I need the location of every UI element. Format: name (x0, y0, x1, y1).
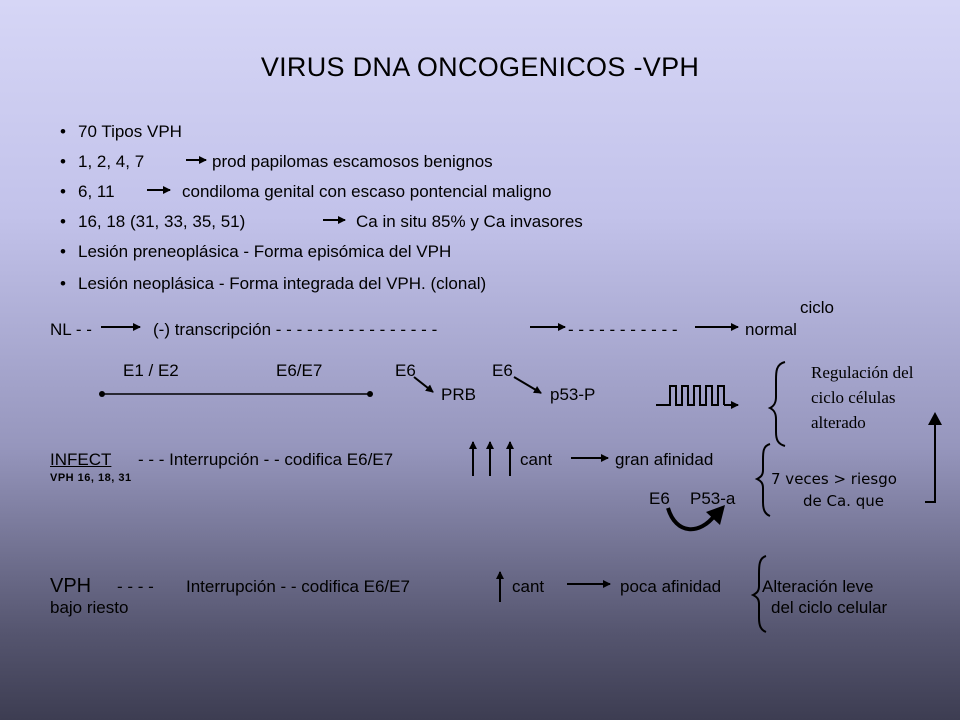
vph-afinidad: poca afinidad (620, 577, 722, 596)
vph-label: VPH (50, 575, 92, 597)
curved-arrow-icon (666, 507, 717, 532)
infect-label: INFECT (50, 450, 112, 469)
p53p-label: p53-P (550, 385, 596, 404)
vph-dashes: - - - - (117, 577, 154, 596)
bullet-item-4: • 16, 18 (31, 33, 35, 51) (60, 212, 246, 231)
bullet-item-2-desc: prod papilomas escamosos benignos (212, 152, 493, 171)
bullet-item-3: • 6, 11 (60, 182, 115, 201)
bullet-dot: • (60, 182, 66, 201)
line-end-dot (99, 391, 105, 397)
wave-icon (656, 385, 725, 406)
p53a-label: P53-a (690, 489, 736, 508)
bullet-dot: • (60, 212, 66, 231)
arrow-diagonal-icon (413, 376, 434, 393)
ciclo-label: ciclo (800, 298, 835, 317)
infect-afinidad: gran afinidad (615, 450, 714, 469)
riesgo-line-1: 7 veces > riesgo (771, 470, 897, 488)
e6-label-c: E6 (649, 489, 670, 508)
prb-label: PRB (441, 385, 476, 404)
return-arrow-line (925, 420, 936, 503)
bullet-item-2: • 1, 2, 4, 7 (60, 152, 145, 171)
bullet-item-6: • Lesión neoplásica - Forma integrada de… (60, 274, 487, 293)
bajo-riesto-label: bajo riesto (50, 598, 129, 617)
infect-interrupcion: - - - Interrupción - - codifica E6/E7 (138, 450, 394, 469)
line-end-dot (367, 391, 373, 397)
page-title: VIRUS DNA ONCOGENICOS -VPH (260, 52, 700, 82)
regulacion-line-1: Regulación del (811, 363, 914, 382)
bullet-dot: • (60, 274, 66, 293)
normal-label: normal (745, 320, 797, 339)
bullet-dot: • (60, 242, 66, 261)
e6-label-a: E6 (395, 361, 416, 380)
infect-cant: cant (520, 450, 553, 469)
arrow-diagonal-icon (513, 376, 542, 394)
arrow-head-icon (706, 505, 725, 525)
brace-icon (750, 555, 767, 633)
bullet-item-5: • Lesión preneoplásica - Forma episómica… (60, 242, 452, 261)
e6-label-b: E6 (492, 361, 513, 380)
e6e7-label: E6/E7 (276, 361, 323, 380)
bullet-item-1: • 70 Tipos VPH (60, 122, 182, 141)
bullet-dot: • (60, 152, 66, 171)
vph-cant: cant (512, 577, 545, 596)
brace-icon (767, 361, 786, 447)
vph-interrupcion: Interrupción - - codifica E6/E7 (186, 577, 410, 596)
e1e2-label: E1 / E2 (123, 361, 179, 380)
nl-label: NL - - (50, 320, 92, 339)
bullet-item-4-desc: Ca in situ 85% y Ca invasores (356, 212, 583, 231)
alteracion-label: Alteración leve (762, 577, 874, 596)
ciclo-celular-label: del ciclo celular (771, 598, 888, 617)
brace-icon (754, 443, 771, 517)
regulacion-line-3: alterado (811, 413, 866, 432)
bullet-dot: • (60, 122, 66, 141)
transcripcion-label: (-) transcripción - - - - - - - - - - - … (153, 320, 438, 339)
dashes-label: - - - - - - - - - - - (568, 320, 678, 339)
riesgo-line-2: de Ca. que (803, 492, 884, 510)
vph-types-label: VPH 16, 18, 31 (50, 472, 132, 484)
regulacion-line-2: ciclo células (811, 388, 896, 407)
bullet-item-3-desc: condiloma genital con escaso pontencial … (182, 182, 552, 201)
arrow-up-icon (928, 412, 942, 425)
